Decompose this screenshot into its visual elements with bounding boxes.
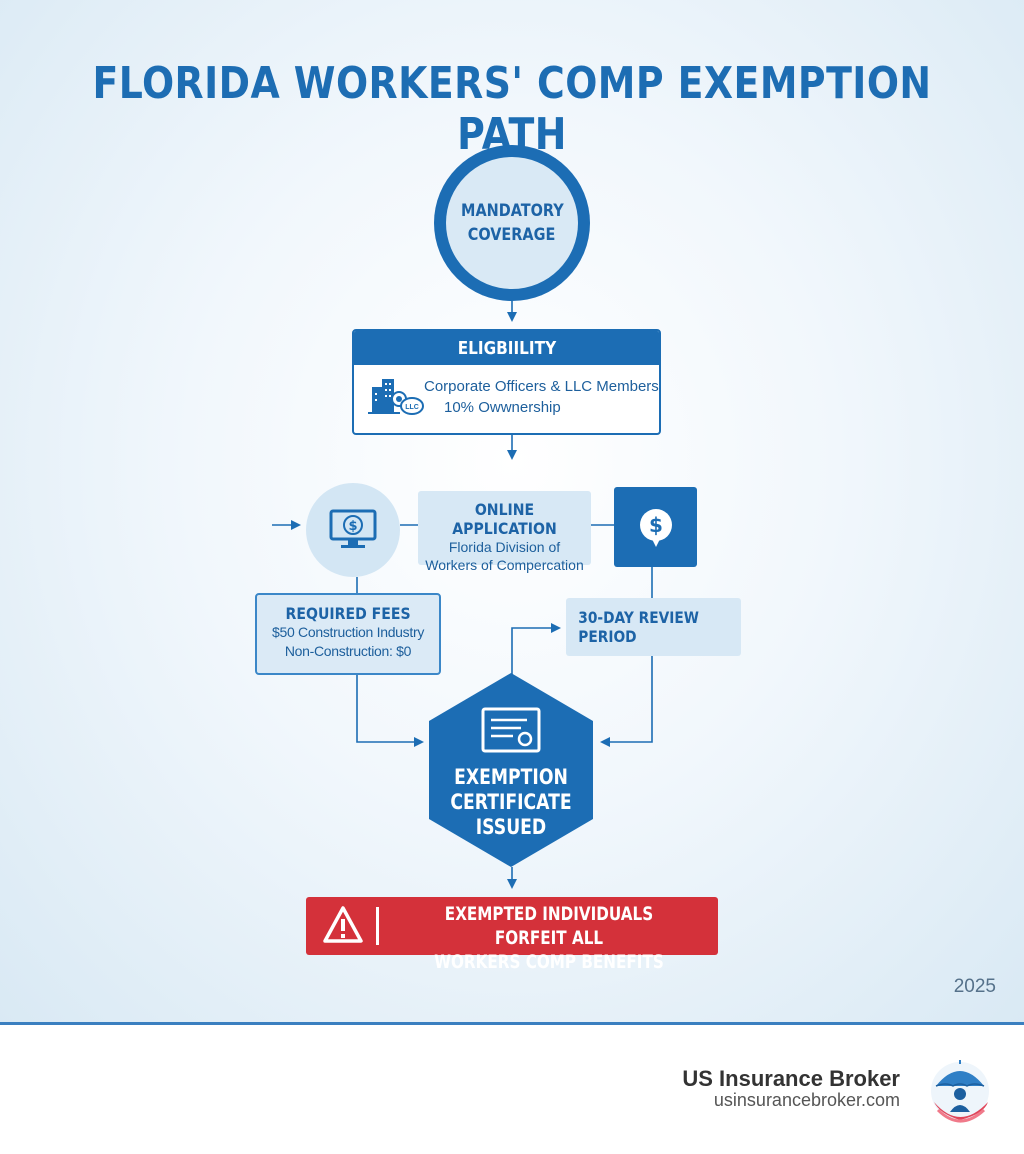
online-application-line1: Florida Division of (448, 539, 561, 555)
infographic: FLORIDA WORKERS' COMP EXEMPTION PATH MAN… (0, 0, 1024, 1024)
svg-text:$: $ (649, 513, 663, 537)
buildings-llc-icon: LLC (368, 379, 424, 415)
online-application-line2: Workers of Compercation (425, 557, 584, 573)
certificate-line1: EXEMPTION (454, 765, 568, 789)
arrow-certificate-to-review (511, 623, 561, 675)
llc-badge-text: LLC (405, 404, 419, 411)
certificate-line3: ISSUED (475, 815, 547, 839)
review-period-label: 30-DAY REVIEW PERIOD (578, 608, 699, 646)
warning-line2: WORKERS COMP BENEFITS (434, 951, 664, 973)
payment-node: $ (614, 487, 697, 567)
certificate-line2: CERTIFICATE (450, 790, 572, 814)
online-application-icon-node: $ (306, 483, 400, 577)
eligibility-line2: 10% Owwnership (444, 399, 561, 416)
umbrella-person-logo (924, 1052, 1000, 1130)
mandatory-coverage-node: MANDATORY COVERAGE (446, 157, 578, 289)
certificate-hexagon (429, 673, 593, 867)
required-fees-line1: $50 Construction Industry (271, 624, 425, 640)
year-label: 2025 (953, 976, 996, 997)
arrow-fees-to-certificate (356, 671, 424, 747)
online-application-box: ONLINE APPLICATION Florida Division of W… (418, 491, 591, 573)
warning-line1: EXEMPTED INDIVIDUALS FORFEIT ALL (444, 903, 654, 949)
required-fees-line2: Non-Construction: $0 (284, 643, 412, 659)
brand-name: US Insurance Broker (682, 1066, 900, 1091)
certificate-label: EXEMPTION CERTIFICATE ISSUED (429, 765, 593, 840)
eligibility-heading: ELIGBIILITY (354, 331, 659, 365)
required-fees-box: REQUIRED FEES $50 Construction Industry … (255, 593, 441, 675)
arrow-review-to-certificate (600, 656, 653, 747)
warning-icon (323, 906, 363, 943)
brand-url[interactable]: usinsurancebroker.com (713, 1090, 900, 1110)
certificate-icon (481, 707, 541, 753)
monitor-dollar-icon: $ (329, 509, 377, 548)
warning-message: EXEMPTED INDIVIDUALS FORFEIT ALL WORKERS… (380, 902, 718, 974)
flow-connectors (272, 301, 653, 889)
eligibility-box: ELIGBIILITY LLC Corporate Officers & LLC… (352, 329, 661, 435)
eligibility-line1: Corporate Officers & LLC Members (424, 378, 659, 395)
review-period-box: 30-DAY REVIEW PERIOD (566, 598, 741, 656)
online-application-title: ONLINE APPLICATION (452, 500, 557, 538)
warning-banner: EXEMPTED INDIVIDUALS FORFEIT ALL WORKERS… (306, 897, 718, 973)
warning-divider (376, 907, 379, 945)
mandatory-coverage-line2: COVERAGE (468, 225, 556, 245)
mandatory-coverage-line1: MANDATORY (460, 201, 564, 221)
page-title: FLORIDA WORKERS' COMP EXEMPTION PATH (92, 58, 932, 160)
footer-divider (0, 1022, 1024, 1025)
svg-text:$: $ (348, 519, 357, 534)
dollar-icon: $ (639, 509, 672, 547)
required-fees-title: REQUIRED FEES (285, 604, 411, 623)
